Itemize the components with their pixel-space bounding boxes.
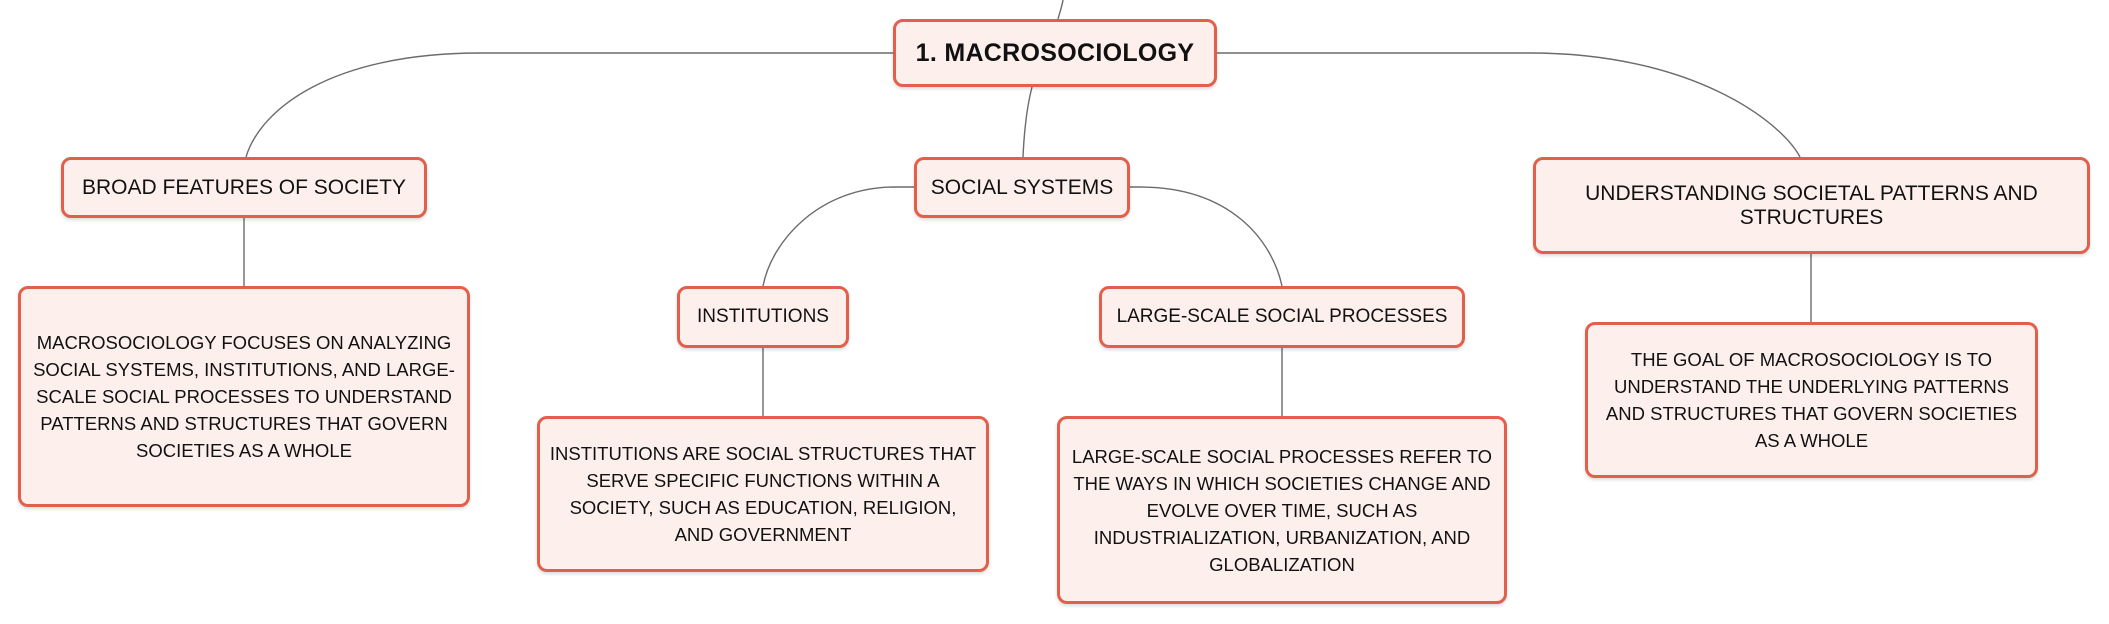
detail-broad-features-text: MACROSOCIOLOGY FOCUSES ON ANALYZING SOCI… [33, 332, 455, 461]
topic-social-systems[interactable]: SOCIAL SYSTEMS [914, 157, 1130, 218]
topic-understanding-patterns[interactable]: UNDERSTANDING SOCIETAL PATTERNS AND STRU… [1533, 157, 2090, 254]
connector-social-largescale [1130, 186, 1283, 287]
root-node[interactable]: 1. MACROSOCIOLOGY [893, 19, 1217, 87]
topic-broad-features[interactable]: BROAD FEATURES OF SOCIETY [61, 157, 427, 218]
root-node-label: 1. MACROSOCIOLOGY [915, 38, 1195, 67]
topic-understanding-patterns-label: UNDERSTANDING SOCIETAL PATTERNS AND STRU… [1585, 181, 2038, 229]
detail-institutions-text: INSTITUTIONS ARE SOCIAL STRUCTURES THAT … [549, 443, 977, 545]
subtopic-institutions-label: INSTITUTIONS [697, 306, 829, 327]
connector-social-institutions [762, 186, 914, 287]
subtopic-institutions[interactable]: INSTITUTIONS [677, 286, 849, 348]
connector-root-incoming [1057, 0, 1064, 20]
subtopic-large-scale-processes[interactable]: LARGE-SCALE SOCIAL PROCESSES [1099, 286, 1465, 348]
connector-root-understanding [1217, 52, 1801, 158]
topic-broad-features-label: BROAD FEATURES OF SOCIETY [82, 175, 406, 199]
detail-large-scale-processes[interactable]: LARGE-SCALE SOCIAL PROCESSES REFER TO TH… [1057, 416, 1507, 604]
detail-institutions[interactable]: INSTITUTIONS ARE SOCIAL STRUCTURES THAT … [537, 416, 989, 572]
detail-large-scale-processes-text: LARGE-SCALE SOCIAL PROCESSES REFER TO TH… [1071, 445, 1493, 575]
detail-understanding-patterns[interactable]: THE GOAL OF MACROSOCIOLOGY IS TO UNDERST… [1585, 322, 2038, 478]
topic-social-systems-label: SOCIAL SYSTEMS [930, 175, 1114, 199]
detail-understanding-patterns-text: THE GOAL OF MACROSOCIOLOGY IS TO UNDERST… [1605, 349, 2018, 451]
subtopic-large-scale-processes-label: LARGE-SCALE SOCIAL PROCESSES [1116, 306, 1448, 327]
connector-root-broad [245, 52, 893, 158]
detail-broad-features[interactable]: MACROSOCIOLOGY FOCUSES ON ANALYZING SOCI… [18, 286, 470, 507]
connector-root-social [1022, 86, 1033, 158]
